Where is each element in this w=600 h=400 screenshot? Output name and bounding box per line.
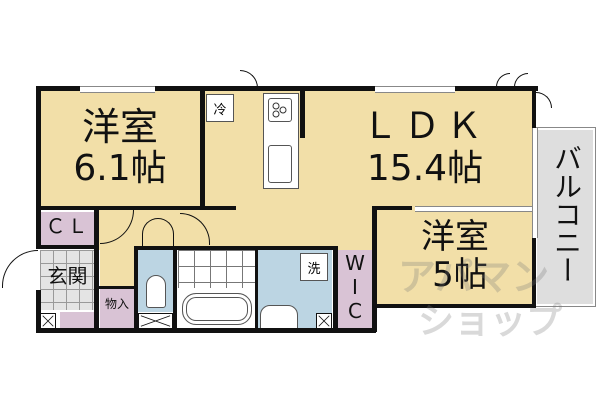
closet <box>40 212 95 245</box>
watermark-line2: ショップ <box>418 301 563 342</box>
wall-room5-left <box>372 206 377 332</box>
toilet-shelf-x <box>138 313 173 329</box>
entrance-door[interactable] <box>2 250 38 288</box>
door-ldk-corner-1[interactable] <box>496 73 510 87</box>
walk-in-closet <box>338 250 372 328</box>
balcony: バルコニー <box>534 127 596 307</box>
refrigerator-icon: 冷 <box>206 94 234 122</box>
wall-room5-bottom <box>372 304 536 308</box>
watermark-line1: アパマン <box>398 255 550 299</box>
wall-toilet-left <box>134 246 138 332</box>
shoe-box <box>60 312 95 330</box>
storage-label: 物入 <box>104 297 129 311</box>
western-room-1-size: 6.1帖 <box>73 148 167 189</box>
wic-letter-i: I <box>352 275 358 299</box>
wall-left-lower <box>36 290 41 332</box>
entrance-label: 玄関 <box>47 264 88 288</box>
hallway <box>95 205 380 250</box>
closet-label: ＣＬ <box>45 214 90 238</box>
wall-left <box>36 86 41 246</box>
door-ldk-corner-2[interactable] <box>514 73 528 87</box>
western-room-5 <box>375 208 535 306</box>
wall-storage-top <box>98 286 136 289</box>
bathtub-icon <box>182 293 252 325</box>
western-room-1-name: 洋室 <box>81 105 158 149</box>
wall-room1-right <box>200 86 205 210</box>
stove-icon <box>268 98 292 122</box>
wall-cl-right <box>94 208 99 332</box>
western-room-6-1 <box>38 88 208 210</box>
refrigerator-label: 冷 <box>213 102 227 118</box>
window-room5 <box>415 206 532 212</box>
window-ldk <box>375 86 455 93</box>
sink-icon <box>268 145 292 183</box>
entrance <box>40 250 95 310</box>
wall-top <box>36 86 538 91</box>
washbasin-icon <box>260 305 298 330</box>
wall-room5-top <box>372 206 412 210</box>
wall-wic-left <box>333 246 338 332</box>
wall-wet-top <box>134 246 338 250</box>
bathroom <box>178 250 256 290</box>
balcony-label: バルコニー <box>550 144 583 284</box>
ldk-room <box>300 88 535 210</box>
western-room-2-size: 5帖 <box>432 255 488 295</box>
hallway-lower <box>100 245 135 290</box>
wall-room1-bottom <box>36 206 236 210</box>
window-room1 <box>80 86 155 93</box>
shoe-box-x <box>40 313 56 329</box>
storage <box>100 288 134 330</box>
wic-letter-c: C <box>348 299 362 323</box>
door-toilet[interactable] <box>142 218 174 248</box>
ldk-size: 15.4帖 <box>366 148 484 189</box>
wall-cl-bottom <box>36 245 96 249</box>
washer-label: 洗 <box>307 261 321 277</box>
wall-bottom <box>36 328 376 333</box>
wall-kitchen-partition <box>300 88 305 138</box>
wic-letter-w: W <box>345 251 365 275</box>
ldk-name: ＬＤＫ <box>361 106 488 147</box>
door-ldk-top[interactable] <box>240 70 258 88</box>
door-balcony-side[interactable] <box>536 92 552 108</box>
wash-shelf-x <box>316 313 332 329</box>
window-balcony-door <box>532 128 538 238</box>
toilet-icon <box>146 275 166 308</box>
wall-bath-right <box>255 246 258 332</box>
western-room-2-name: 洋室 <box>421 217 489 257</box>
wall-toilet-right <box>173 246 177 332</box>
washer-icon: 洗 <box>300 253 328 281</box>
